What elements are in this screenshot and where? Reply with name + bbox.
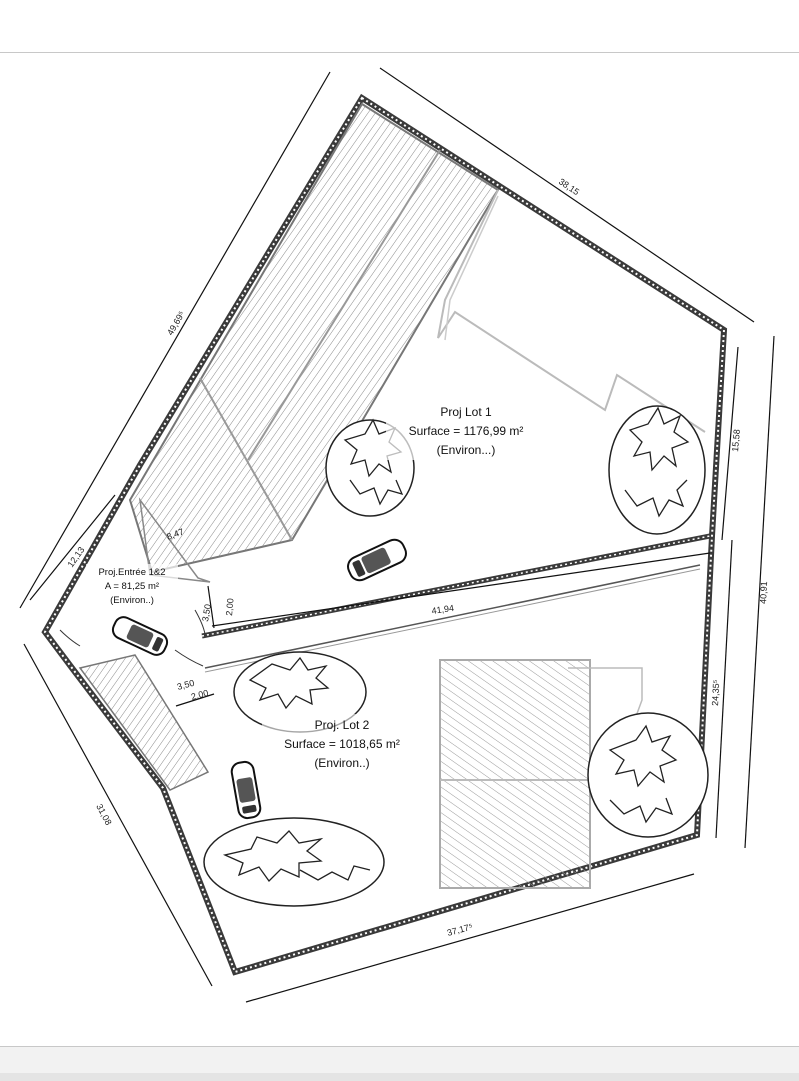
dim-small-5: 2,00: [190, 688, 210, 702]
dimension-labels: 49,69⁵ 38,15 15,58 40,91 24,35⁵ 41,94 37…: [65, 176, 769, 938]
site-plan: 49,69⁵ 38,15 15,58 40,91 24,35⁵ 41,94 37…: [19, 67, 775, 1003]
dim-small-4: 3,50: [176, 678, 196, 692]
lot2-building-roof: [439, 659, 643, 889]
dim-top-left: 49,69⁵: [165, 309, 187, 337]
car-icon: [230, 760, 262, 820]
car-icon: [347, 538, 407, 582]
lot1-label: Proj Lot 1 Surface = 1176,99 m² (Environ…: [386, 400, 546, 460]
lot1-note: (Environ...): [437, 443, 496, 457]
lot1-name: Proj Lot 1: [440, 405, 492, 419]
dim-middle: 41,94: [431, 603, 455, 616]
lot2-surface: Surface = 1018,65 m²: [284, 737, 400, 751]
entry-note: (Environ..): [110, 595, 154, 606]
dim-small-2: 3,50: [200, 603, 213, 622]
gate-swing: [59, 609, 206, 667]
lot1-building-roof: [128, 102, 706, 574]
tree: [203, 817, 385, 907]
tree: [587, 712, 709, 838]
entry-name: Proj.Entrée 1&2: [98, 567, 165, 578]
car-icon: [111, 616, 169, 656]
dim-right-upper: 15,58: [730, 429, 742, 452]
property-outline: [41, 93, 728, 976]
bottom-strip: [0, 1073, 799, 1081]
top-bar: [0, 0, 799, 53]
lot2-name: Proj. Lot 2: [315, 718, 370, 732]
lot1-surface: Surface = 1176,99 m²: [409, 424, 524, 438]
lot2-label: Proj. Lot 2 Surface = 1018,65 m² (Enviro…: [262, 714, 426, 770]
dim-right-lower: 24,35⁵: [710, 679, 721, 706]
entry-area: A = 81,25 m²: [105, 581, 159, 592]
dimension-lines: [19, 67, 775, 1003]
dim-top-right: 38,15: [557, 176, 581, 197]
lot-division-wall: [201, 533, 711, 673]
bottom-bar: [0, 1046, 799, 1081]
dim-bottom: 37,17⁵: [446, 921, 474, 938]
lot2-note: (Environ..): [314, 756, 369, 770]
dim-right-total: 40,91: [758, 581, 769, 604]
entry-stairs: [78, 497, 211, 791]
entry-label: Proj.Entrée 1&2 A = 81,25 m² (Environ..): [86, 564, 178, 606]
dim-small-3: 2,00: [224, 598, 235, 616]
tree: [608, 405, 706, 535]
dim-left-lower: 31,08: [94, 802, 113, 827]
